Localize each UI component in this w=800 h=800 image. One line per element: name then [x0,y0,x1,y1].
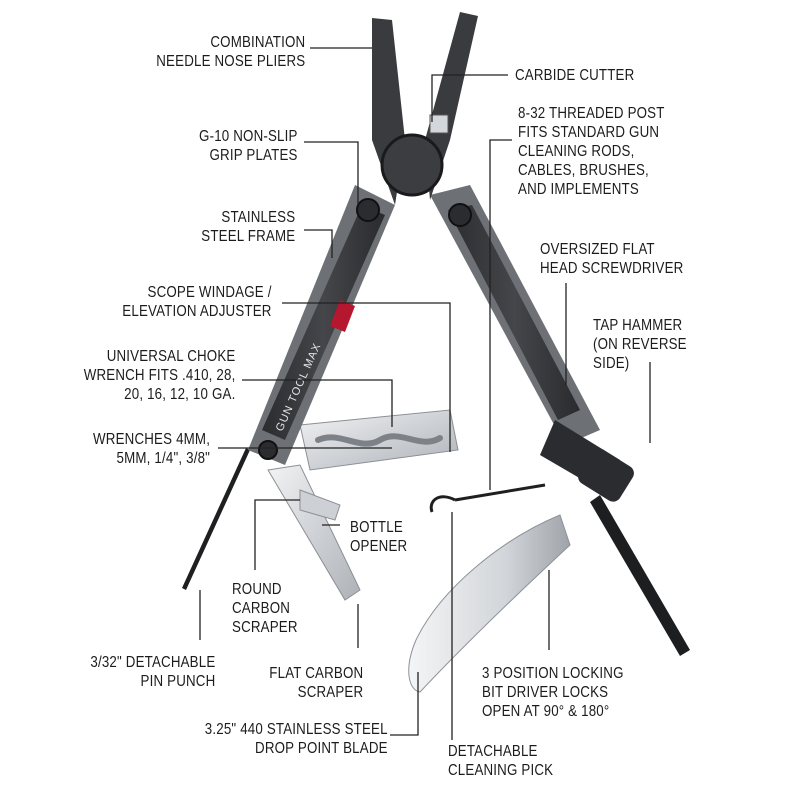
label-scope-adjuster: SCOPE WINDAGE /ELEVATION ADJUSTER [122,284,272,320]
knife-blade-shape [408,514,571,693]
bit-driver-shape [590,495,690,656]
cleaning-pick-shape [429,483,546,513]
leader-g10 [304,141,359,205]
label-carbide-cutter: CARBIDE CUTTER [515,67,635,84]
bottle-opener-shape [299,489,341,521]
pin-punch-shape [182,448,250,590]
leader-lines [199,47,651,740]
leader-carbide [431,74,508,122]
leader-frame [304,229,333,258]
leader-blade [390,672,419,736]
label-wrenches: WRENCHES 4MM,5MM, 1/4", 3/8" [92,431,210,467]
leader-scope [282,302,451,452]
scraper-shape [267,464,361,601]
leader-choke [242,379,393,427]
leader-round [254,499,300,570]
leader-post [489,139,512,490]
pivot [380,133,444,197]
tool-illustration [182,12,690,693]
